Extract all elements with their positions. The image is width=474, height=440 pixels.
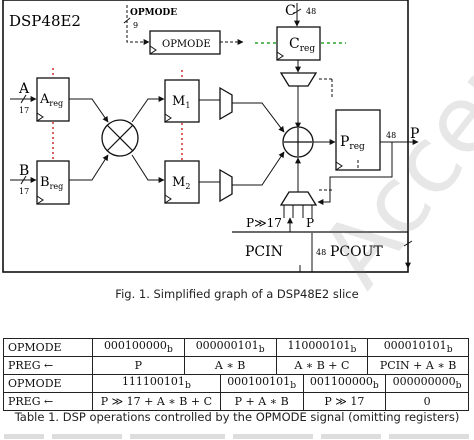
opmode-port-label: OPMODE [130,8,177,18]
b-width: 17 [19,187,29,196]
table-row: OPMODE 000100000b 000000101b 110000101b … [3,338,469,357]
pc-width: 48 [316,248,326,257]
table-cell: 000000000b [385,374,469,393]
table-cell: OPMODE [3,338,93,357]
b-port-label: B [19,163,29,179]
dsp48e2-diagram: DSP48E2 OPMODE 9 OPMODE C 48 Creg A 17 A… [2,0,419,273]
p-feedback-label: P [306,216,314,230]
cut-off-text-line [4,434,469,439]
table-cell: A ∗ B + C [275,356,369,375]
table-cell: 110000101b [275,338,369,357]
p-register-label: Preg [340,134,365,152]
table-cell: 111100101b [92,374,221,393]
a-port-label: A [18,81,30,97]
table-cell: PREG ← [3,392,93,411]
p-port-label: P [410,126,419,142]
b-register [36,160,70,205]
diagram-title: DSP48E2 [9,12,81,30]
feedback-mux [279,191,318,206]
table-cell: 000010101b [367,338,469,357]
table-cell: P [92,356,185,375]
table-cell: P ≫ 17 [302,392,387,411]
opmode-width: 9 [133,21,138,30]
m1-mux [219,86,233,121]
table-cell: PCIN + A ∗ B [367,356,469,375]
a-width: 17 [19,106,29,115]
table-cell: 0 [385,392,469,411]
opmode-table-bottom: OPMODE 111100101b 000100101b 001100000b … [3,374,469,411]
slice-border [2,0,409,273]
m2-mux [219,168,233,203]
b-register-label: Breg [40,175,63,191]
m1-register [164,79,200,123]
m2-register-label: M2 [172,175,190,191]
table-row: PREG ← P A ∗ B A ∗ B + C PCIN + A ∗ B [3,356,469,375]
opmode-table-top: OPMODE 000100000b 000000101b 110000101b … [3,338,469,375]
m1-register-label: M1 [172,94,190,110]
table-cell: P ≫ 17 + A ∗ B + C [92,392,221,411]
opmode-register-label: OPMODE [162,39,211,50]
opmode-input-wire [126,5,150,45]
m2-register [164,160,200,204]
c-register-label: Creg [289,36,315,54]
pshift-label: P≫17 [246,216,282,230]
table-cell: A ∗ B [183,356,277,375]
pcin-label: PCIN [245,244,283,260]
table-row: OPMODE 111100101b 000100101b 001100000b … [3,374,469,393]
figure-caption: Fig. 1. Simplified graph of a DSP48E2 sl… [115,287,359,301]
a-register-label: Areg [39,92,63,108]
table-cell: 000100101b [219,374,304,393]
pcout-label: PCOUT [330,244,383,260]
c-mux [279,72,318,87]
table-cell: 001100000b [302,374,387,393]
c-port-label: C [285,3,296,19]
table-cell: 000000101b [183,338,277,357]
p-width: 48 [386,131,396,140]
c-width: 48 [306,7,316,16]
table-row: PREG ← P ≫ 17 + A ∗ B + C P + A ∗ B P ≫ … [3,392,469,411]
table-caption: Table 1. DSP operations controlled by th… [14,410,460,424]
table-cell: OPMODE [3,374,93,393]
table-cell: P + A ∗ B [219,392,304,411]
table-cell: PREG ← [3,356,93,375]
table-cell: 000100000b [92,338,185,357]
